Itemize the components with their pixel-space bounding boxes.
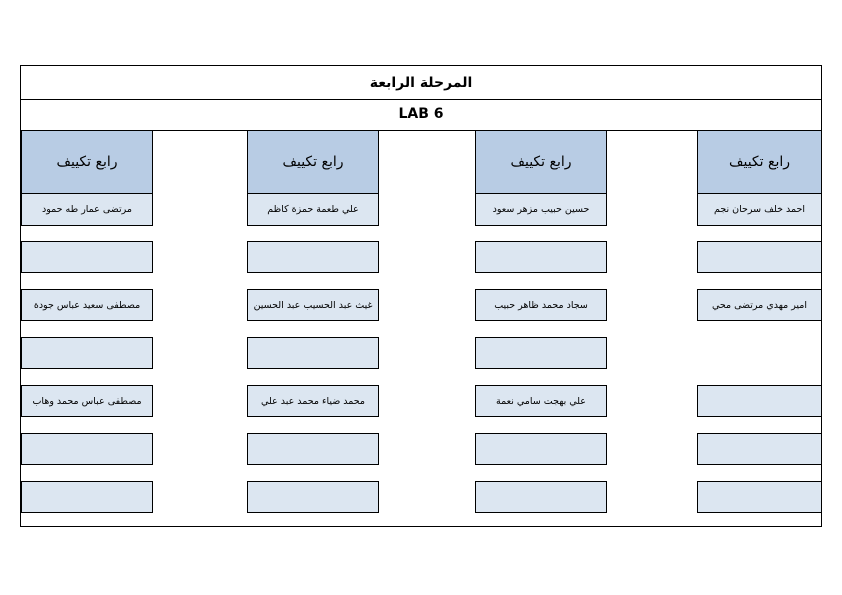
empty-cell [697,385,822,417]
empty-cell [475,241,607,273]
empty-cell [21,241,153,273]
group-header: رابع تكييف [697,130,822,194]
group-column-4: رابع تكييف احمد خلف سرحان نجم امير مهدي … [697,130,822,513]
group-header: رابع تكييف [247,130,379,194]
empty-cell [697,241,822,273]
student-cell: مصطفى سعيد عباس جودة [21,289,153,321]
student-cell: علي طعمة حمزة كاظم [247,194,379,226]
student-cell: سجاد محمد ظاهر حبيب [475,289,607,321]
student-cell: امير مهدي مرتضى محي [697,289,822,321]
empty-cell [21,433,153,465]
student-cell: احمد خلف سرحان نجم [697,194,822,226]
empty-cell [21,337,153,369]
empty-cell [475,481,607,513]
empty-cell [247,337,379,369]
student-cell: علي بهجت سامي نعمة [475,385,607,417]
group-column-3: رابع تكييف حسين حبيب مزهر سعود سجاد محمد… [475,130,607,513]
lab-title: LAB 6 [21,98,821,131]
group-header: رابع تكييف [475,130,607,194]
group-column-2: رابع تكييف علي طعمة حمزة كاظم غيث عبد ال… [247,130,379,513]
empty-cell [475,337,607,369]
empty-cell [21,481,153,513]
empty-cell [247,481,379,513]
schedule-sheet: المرحلة الرابعة LAB 6 رابع تكييف مرتضى ع… [20,65,822,527]
group-column-1: رابع تكييف مرتضى عمار طه حمود مصطفى سعيد… [21,130,153,513]
student-cell: محمد ضياء محمد عبد علي [247,385,379,417]
empty-cell [247,433,379,465]
student-cell: مرتضى عمار طه حمود [21,194,153,226]
group-header: رابع تكييف [21,130,153,194]
student-cell: حسين حبيب مزهر سعود [475,194,607,226]
empty-cell [475,433,607,465]
stage-title: المرحلة الرابعة [21,66,821,100]
empty-cell [697,481,822,513]
empty-cell [697,433,822,465]
empty-cell [247,241,379,273]
student-cell: غيث عبد الحسيب عبد الحسين [247,289,379,321]
student-cell: مصطفى عباس محمد وهاب [21,385,153,417]
